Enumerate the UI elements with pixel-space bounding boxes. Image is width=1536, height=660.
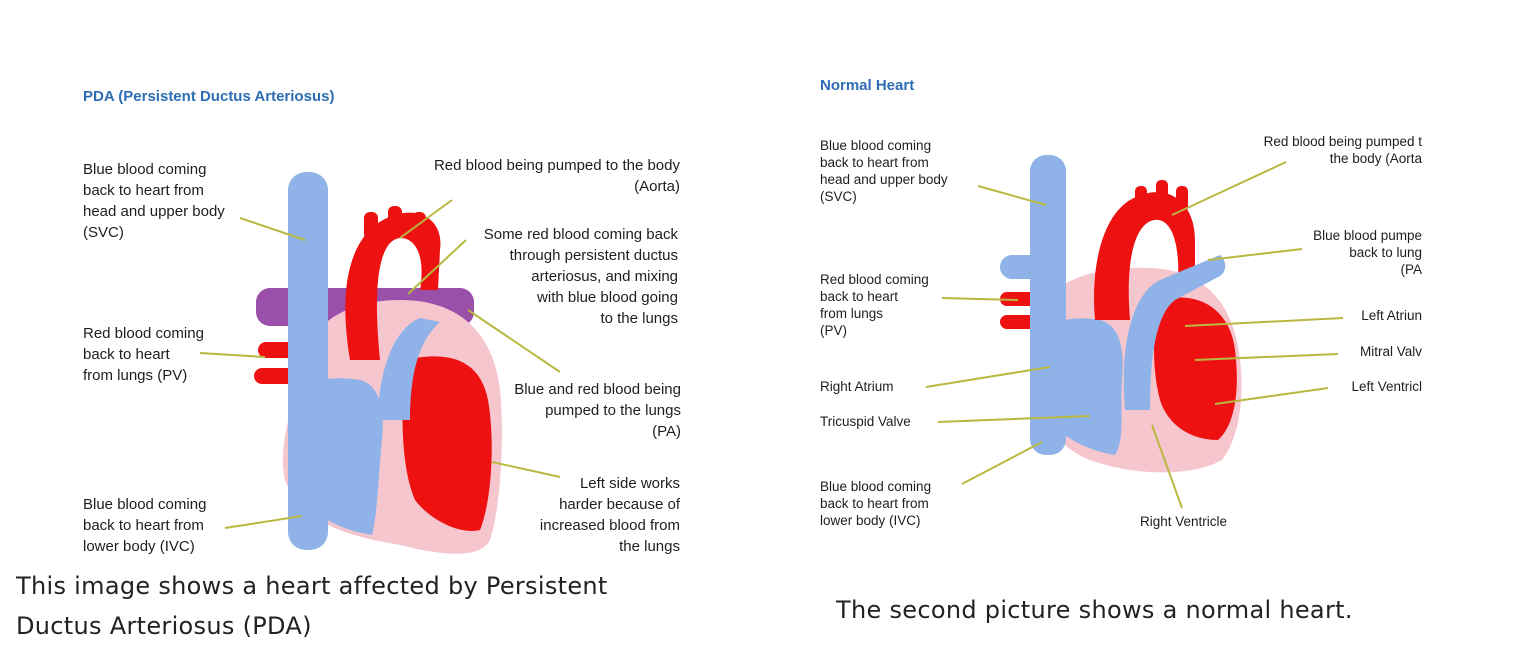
normal-label-mitral: Mitral Valv: [1359, 344, 1422, 359]
pda-aorta-branch-3: [412, 212, 426, 240]
normal-pulmonary-trunk: [1123, 255, 1226, 410]
normal-label-svc: Blue blood coming back to heart from hea…: [820, 138, 948, 204]
pda-label-aorta: Red blood being pumped to the body (Aort…: [433, 157, 680, 195]
pda-label-left-side: Left side works harder because of increa…: [539, 475, 680, 555]
normal-label-pv: Red blood coming back to heart from lung…: [820, 272, 929, 338]
normal-aorta-branch-1: [1135, 186, 1147, 212]
pda-caption: This image shows a heart affected by Per…: [16, 572, 608, 640]
normal-caption: The second picture shows a normal heart.: [836, 596, 1353, 624]
pda-leader-lines: [199, 199, 561, 529]
pda-vena-cava: [288, 172, 328, 550]
normal-leader-lines: [925, 161, 1344, 509]
normal-label-right-ventricle: Right Ventricle: [1140, 514, 1228, 529]
normal-label-ivc: Blue blood coming back to heart from low…: [820, 479, 932, 528]
normal-aorta: [1094, 192, 1195, 320]
normal-panel: Normal Heart: [790, 0, 1536, 660]
normal-label-left-ventricle: Left Ventricl: [1351, 379, 1422, 394]
pda-title: PDA (Persistent Ductus Arteriosus): [83, 88, 335, 105]
pda-aorta-branch-1: [364, 212, 378, 240]
pda-label-ductus: Some red blood coming back through persi…: [483, 226, 678, 327]
pda-label-pv: Red blood coming back to heart from lung…: [83, 325, 204, 384]
normal-label-right-atrium: Right Atrium: [820, 379, 894, 394]
normal-label-left-atrium: Left Atriun: [1361, 308, 1422, 323]
pda-label-svc: Blue blood coming back to heart from hea…: [83, 161, 225, 241]
pda-aorta: [345, 212, 441, 360]
normal-label-tricuspid: Tricuspid Valve: [820, 414, 911, 429]
pda-label-ivc: Blue blood coming back to heart from low…: [83, 496, 207, 555]
normal-aorta-branch-3: [1176, 186, 1188, 212]
normal-title: Normal Heart: [820, 77, 915, 94]
pda-panel: PDA (Persistent Ductus Arteriosus): [0, 0, 740, 660]
normal-vena-cava: [1030, 155, 1066, 455]
normal-label-aorta: Red blood being pumped t the body (Aorta: [1263, 134, 1422, 166]
normal-label-pa: Blue blood pumpe back to lung (PA: [1313, 228, 1422, 277]
pda-pulmonary-trunk: [378, 318, 440, 420]
pda-heart-diagram: [199, 172, 561, 554]
normal-heart-diagram: [925, 155, 1344, 509]
pda-left-chambers: [402, 356, 492, 531]
pda-label-pa: Blue and red blood being pumped to the l…: [514, 381, 681, 440]
normal-aorta-branch-2: [1156, 180, 1168, 208]
pda-aorta-branch-2: [388, 206, 402, 236]
